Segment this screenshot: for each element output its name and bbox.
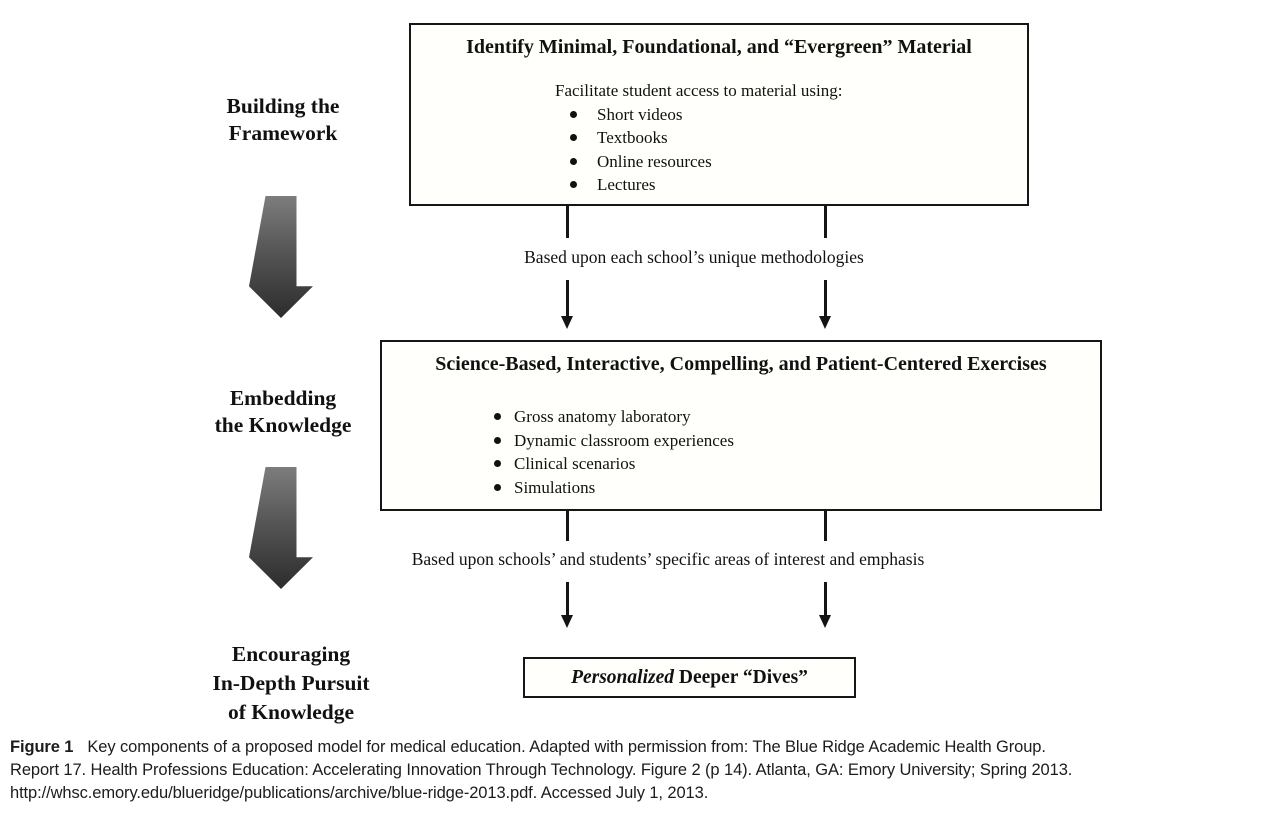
list-item-label: Clinical scenarios [514, 454, 636, 473]
list-item: Dynamic classroom experiences [494, 429, 1100, 453]
figure-caption-text: http://whsc.emory.edu/blueridge/publicat… [10, 784, 709, 802]
list-item: Short videos [555, 103, 1027, 127]
stage-label-line: Framework [228, 121, 338, 145]
stage-label-line: Encouraging [231, 642, 351, 666]
box-title: Science-Based, Interactive, Compelling, … [435, 353, 1047, 375]
stage-label-line: In-Depth Pursuit [212, 671, 370, 695]
bullet-icon [494, 413, 501, 421]
stage-down-arrow-icon [249, 196, 313, 318]
bullet-icon [570, 157, 577, 165]
bullet-icon [570, 134, 577, 142]
list-item-label: Short videos [597, 104, 683, 124]
box-title-rest: Deeper “Dives” [673, 666, 808, 688]
down-arrowhead-icon [819, 615, 831, 628]
box-body: Gross anatomy laboratory Dynamic classro… [494, 405, 1100, 499]
stage-label-encouraging-in-depth-pursuit: Encouraging In-Depth Pursuit of Knowledg… [181, 640, 401, 727]
stage-label-line: the Knowledge [214, 413, 352, 437]
connector-arrow-line [824, 280, 827, 317]
bullet-icon [494, 460, 501, 468]
down-arrowhead-icon [561, 615, 573, 628]
box-title-emphasis: Personalized [571, 666, 674, 688]
bullet-icon [494, 436, 501, 444]
connector-arrow-line [824, 582, 827, 616]
list-item-label: Lectures [597, 175, 656, 194]
figure-caption: Figure 1 Key components of a proposed mod… [10, 736, 1260, 805]
list-item-label: Online resources [597, 151, 712, 171]
list-item-label: Simulations [514, 477, 596, 497]
connector-arrow-line [566, 280, 569, 317]
bullet-icon [570, 181, 577, 189]
list-item-label: Textbooks [597, 128, 668, 147]
stage-label-line: Building the [226, 94, 340, 118]
connector-line [824, 206, 827, 238]
stage-label-line: Embedding [229, 386, 337, 410]
list-item: Lectures [555, 173, 1027, 197]
list-item: Gross anatomy laboratory [494, 405, 1100, 429]
connector-label: Based upon each school’s unique methodol… [524, 247, 864, 267]
identify-material-box: Identify Minimal, Foundational, and “Eve… [409, 23, 1029, 206]
stage-label-line: of Knowledge [227, 700, 354, 724]
list-item-label: Dynamic classroom experiences [514, 430, 734, 450]
connector-line [824, 511, 827, 541]
exercises-box: Science-Based, Interactive, Compelling, … [380, 340, 1102, 511]
bullet-icon [570, 110, 577, 118]
box-intro-text: Facilitate student access to material us… [555, 81, 843, 100]
connector-arrow-line [566, 582, 569, 616]
down-arrowhead-icon [819, 316, 831, 329]
list-item: Online resources [555, 150, 1027, 174]
stage-label-building-the-framework: Building the Framework [173, 93, 393, 147]
connector-label: Based upon schools’ and students’ specif… [411, 549, 925, 569]
list-item: Clinical scenarios [494, 452, 1100, 476]
down-arrowhead-icon [561, 316, 573, 329]
list-item-label: Gross anatomy laboratory [514, 407, 691, 426]
figure-caption-text: Key components of a proposed model for m… [87, 738, 1046, 756]
box-title: Personalized Deeper “Dives” [571, 667, 808, 689]
stage-label-embedding-the-knowledge: Embedding the Knowledge [173, 385, 393, 439]
figure-caption-label: Figure 1 [10, 738, 74, 756]
box-title: Identify Minimal, Foundational, and “Eve… [466, 36, 972, 58]
bullet-icon [494, 483, 501, 491]
connector-line [566, 511, 569, 541]
list-item: Simulations [494, 476, 1100, 500]
connector-line [566, 206, 569, 238]
figure-caption-text: Report 17. Health Professions Education:… [10, 761, 1073, 779]
stage-down-arrow-icon [249, 467, 313, 589]
list-item: Textbooks [555, 126, 1027, 150]
personalized-dives-box: Personalized Deeper “Dives” [523, 657, 856, 698]
box-body: Facilitate student access to material us… [555, 79, 1027, 197]
